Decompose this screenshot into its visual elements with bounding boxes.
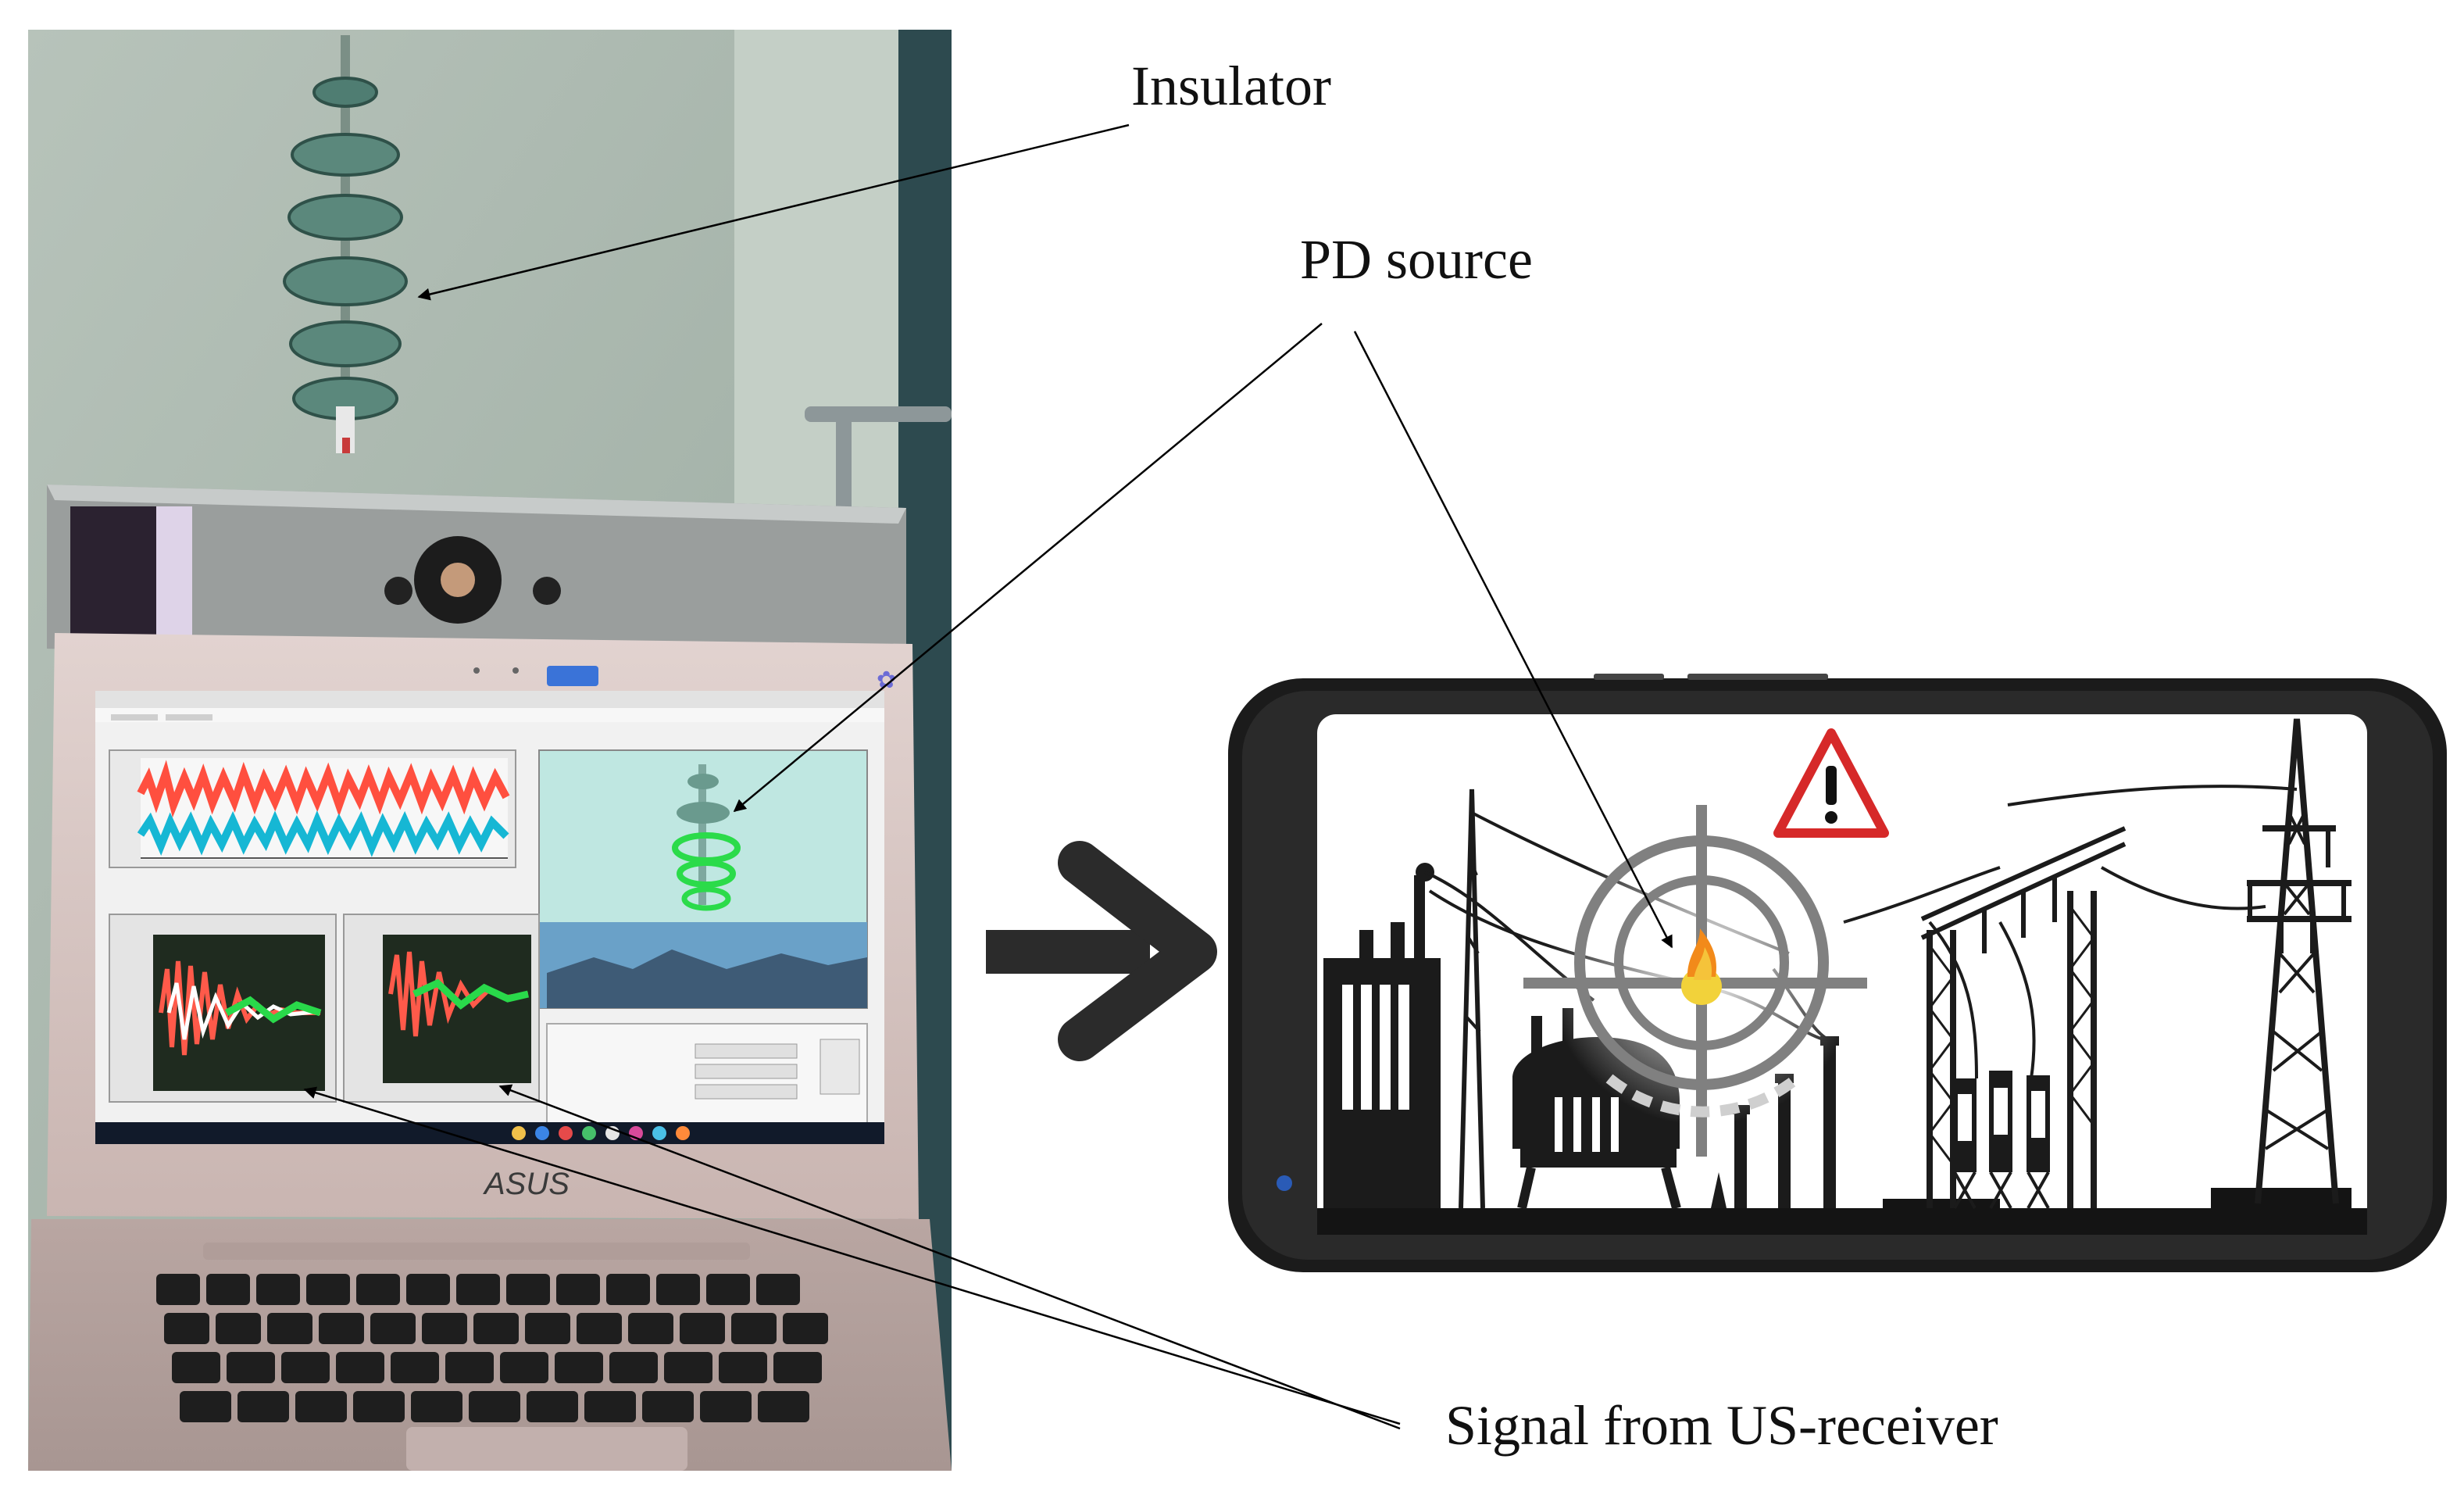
- keyboard-key: [664, 1352, 712, 1383]
- keyboard-key: [706, 1274, 750, 1305]
- signal-leader-line-right: [498, 1084, 1401, 1430]
- keyboard-key: [642, 1391, 694, 1422]
- keyboard-key: [336, 1352, 384, 1383]
- keyboard-key: [500, 1352, 548, 1383]
- keyboard-key: [237, 1391, 289, 1422]
- keyboard-key: [609, 1352, 658, 1383]
- keyboard-key: [555, 1352, 603, 1383]
- keyboard: [156, 1274, 828, 1422]
- keyboard-key: [773, 1352, 822, 1383]
- camera-view-panel: [538, 749, 868, 1009]
- settings-panel: [546, 1023, 868, 1126]
- keyboard-key: [306, 1274, 350, 1305]
- keyboard-key: [680, 1313, 725, 1344]
- keyboard-key: [370, 1313, 416, 1344]
- signal-panel-left: [109, 914, 337, 1103]
- metal-box: [47, 485, 906, 672]
- insulator-label: Insulator: [1131, 55, 1331, 117]
- keyboard-key: [731, 1313, 777, 1344]
- keyboard-key: [556, 1274, 600, 1305]
- keyboard-key: [319, 1313, 364, 1344]
- annotation-lines: [303, 123, 1673, 1430]
- keyboard-key: [206, 1274, 250, 1305]
- keyboard-key: [783, 1313, 828, 1344]
- pd-source-leader-line-right: [1353, 331, 1673, 949]
- keyboard-key: [473, 1313, 519, 1344]
- lattice-mast-left: [1459, 789, 1485, 1209]
- keyboard-key: [411, 1391, 462, 1422]
- keyboard-key: [180, 1391, 231, 1422]
- keyboard-key: [422, 1313, 467, 1344]
- keyboard-key: [353, 1391, 405, 1422]
- substation-gantry: [1920, 826, 2127, 1208]
- keyboard-key: [256, 1274, 300, 1305]
- keyboard-key: [506, 1274, 550, 1305]
- laptop-brand-logo: ASUS: [483, 1167, 570, 1201]
- keyboard-key: [577, 1313, 622, 1344]
- signal-leader-line-left: [303, 1086, 1401, 1425]
- photo-panel: ✿: [28, 30, 952, 1471]
- keyboard-key: [456, 1274, 500, 1305]
- keyboard-key: [295, 1391, 347, 1422]
- transformer-cabinet: [1323, 863, 1441, 1208]
- keyboard-key: [391, 1352, 439, 1383]
- keyboard-key: [719, 1352, 767, 1383]
- circuit-breakers: [1953, 1071, 2050, 1209]
- target-marker-arcs: [1605, 1074, 1801, 1118]
- keyboard-key: [584, 1391, 636, 1422]
- keyboard-key: [172, 1352, 220, 1383]
- keyboard-key: [656, 1274, 700, 1305]
- keyboard-key: [700, 1391, 752, 1422]
- laptop: ✿: [28, 633, 952, 1471]
- warning-icon: [1773, 728, 1889, 838]
- transmission-tower: [2247, 718, 2352, 1204]
- taskbar: [95, 1122, 884, 1144]
- keyboard-key: [164, 1313, 209, 1344]
- laptop-screen: [95, 691, 884, 1144]
- keyboard-key: [267, 1313, 312, 1344]
- keyboard-key: [356, 1274, 400, 1305]
- phone-screen: [1317, 714, 2367, 1235]
- right-arrow-icon: [986, 841, 1217, 1061]
- keyboard-key: [469, 1391, 520, 1422]
- keyboard-key: [606, 1274, 650, 1305]
- signal-panel-right: [343, 914, 540, 1103]
- signal-label: Signal from US-receiver: [1445, 1394, 1998, 1457]
- camera-icon: [1277, 1175, 1292, 1191]
- keyboard-key: [756, 1274, 800, 1305]
- insulator-leader-line: [417, 123, 1130, 301]
- keyboard-key: [281, 1352, 330, 1383]
- keyboard-key: [406, 1274, 450, 1305]
- pd-source-label: PD source: [1300, 228, 1533, 291]
- keyboard-key: [227, 1352, 275, 1383]
- keyboard-key: [525, 1313, 570, 1344]
- pd-source-leader-line-left: [733, 323, 1323, 813]
- keyboard-key: [628, 1313, 673, 1344]
- keyboard-key: [216, 1313, 261, 1344]
- insulator-string: [283, 35, 408, 453]
- keyboard-key: [445, 1352, 494, 1383]
- keyboard-key: [527, 1391, 578, 1422]
- smartphone: [1228, 674, 2447, 1272]
- keyboard-key: [758, 1391, 809, 1422]
- fire-icon: [1681, 928, 1722, 1005]
- keyboard-key: [156, 1274, 200, 1305]
- waveform-panel: [109, 749, 516, 868]
